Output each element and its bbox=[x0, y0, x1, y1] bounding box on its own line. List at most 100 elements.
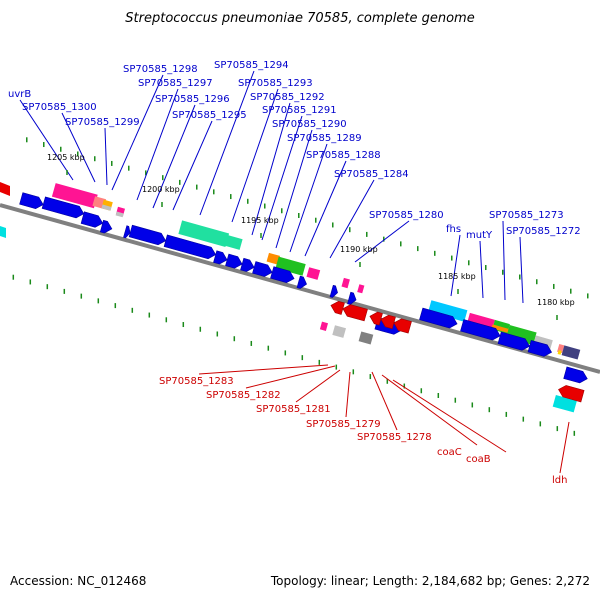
forward-gene-label[interactable]: SP70585_1272 bbox=[506, 226, 581, 237]
feature-block bbox=[491, 324, 510, 333]
feature-block bbox=[0, 226, 6, 238]
feature-block bbox=[223, 234, 243, 250]
map-title: Streptococcus pneumoniae 70585, complete… bbox=[125, 11, 474, 26]
accession-text: Accession: NC_012468 bbox=[10, 574, 146, 588]
leader-line bbox=[559, 421, 570, 474]
leader-line bbox=[261, 115, 303, 241]
forward-gene-label[interactable]: SP70585_1295 bbox=[172, 110, 247, 121]
forward-gene-arrow bbox=[252, 261, 273, 277]
feature-block bbox=[267, 252, 280, 262]
feature-block bbox=[115, 211, 124, 218]
scale-label: 1200 kbp bbox=[142, 185, 180, 194]
feature-block bbox=[506, 325, 537, 346]
feature-block bbox=[357, 284, 365, 294]
feature-block bbox=[358, 331, 374, 345]
reverse-gene-arrow bbox=[369, 311, 383, 326]
forward-gene-arrow bbox=[497, 331, 531, 351]
leader-line bbox=[371, 371, 398, 431]
leader-line bbox=[329, 179, 375, 259]
reverse-gene-label[interactable]: ldh bbox=[552, 475, 567, 486]
forward-gene-label[interactable]: SP70585_1291 bbox=[262, 105, 337, 116]
feature-block bbox=[275, 256, 306, 276]
feature-block bbox=[319, 321, 328, 331]
feature-block bbox=[557, 350, 562, 355]
leader-line bbox=[111, 74, 164, 191]
forward-gene-arrow bbox=[225, 253, 243, 269]
genome-summary-text: Topology: linear; Length: 2,184,682 bp; … bbox=[270, 574, 590, 588]
leader-line bbox=[450, 234, 461, 297]
forward-gene-label[interactable]: SP70585_1273 bbox=[489, 210, 564, 221]
reverse-gene-arrow bbox=[380, 314, 396, 330]
reverse-gene-arrow bbox=[558, 385, 585, 403]
leader-line bbox=[354, 220, 410, 263]
forward-gene-label[interactable]: SP70585_1290 bbox=[272, 119, 347, 130]
leader-line bbox=[136, 88, 179, 201]
feature-block bbox=[101, 204, 112, 211]
leader-line bbox=[198, 364, 329, 375]
leader-line bbox=[245, 365, 336, 389]
forward-gene-arrow bbox=[460, 319, 501, 341]
leader-line bbox=[502, 220, 506, 301]
reverse-gene-label[interactable]: SP70585_1281 bbox=[256, 404, 331, 415]
leader-line bbox=[251, 102, 291, 236]
forward-gene-arrow bbox=[347, 291, 357, 305]
leader-line bbox=[104, 127, 108, 186]
feature-block bbox=[332, 325, 346, 338]
leader-line bbox=[381, 374, 478, 446]
forward-gene-label[interactable]: SP70585_1294 bbox=[214, 60, 289, 71]
forward-gene-label[interactable]: SP70585_1297 bbox=[138, 78, 213, 89]
leader-line bbox=[199, 70, 255, 216]
feature-block bbox=[306, 267, 321, 280]
forward-gene-arrow bbox=[329, 284, 338, 298]
forward-gene-label[interactable]: SP70585_1292 bbox=[250, 92, 325, 103]
leader-line bbox=[289, 143, 328, 253]
forward-gene-label[interactable]: SP70585_1299 bbox=[65, 117, 140, 128]
leader-line bbox=[172, 120, 213, 211]
forward-gene-label[interactable]: mutY bbox=[466, 230, 493, 241]
scale-label: 1195 kbp bbox=[241, 216, 279, 225]
feature-block bbox=[178, 220, 230, 247]
tick-marks bbox=[12, 137, 589, 436]
reverse-gene-label[interactable]: SP70585_1279 bbox=[306, 419, 381, 430]
forward-gene-arrow bbox=[296, 275, 307, 289]
reverse-gene-arrow bbox=[393, 318, 412, 334]
scale-label: 1190 kbp bbox=[340, 245, 378, 254]
leader-line bbox=[345, 371, 351, 418]
scale-label: 1185 kbp bbox=[438, 272, 476, 281]
forward-gene-label[interactable]: SP70585_1298 bbox=[123, 64, 198, 75]
forward-gene-label[interactable]: SP70585_1284 bbox=[334, 169, 409, 180]
feature-block bbox=[266, 257, 279, 265]
scale-labels: 1205 kbp 1200 kbp 1195 kbp 1190 kbp 1185 kbp… bbox=[47, 153, 575, 320]
forward-gene-arrow bbox=[419, 307, 458, 329]
forward-gene-arrow bbox=[563, 366, 588, 384]
forward-gene-arrow bbox=[213, 250, 228, 265]
forward-gene-label[interactable]: SP70585_1280 bbox=[369, 210, 444, 221]
forward-gene-label[interactable]: SP70585_1296 bbox=[155, 94, 230, 105]
label-leader-lines bbox=[19, 70, 570, 474]
forward-gene-label[interactable]: SP70585_1289 bbox=[287, 133, 362, 144]
forward-gene-label[interactable]: fhs bbox=[446, 224, 461, 235]
forward-gene-label[interactable]: SP70585_1288 bbox=[306, 150, 381, 161]
leader-line bbox=[392, 379, 507, 453]
reverse-gene-label[interactable]: SP70585_1278 bbox=[357, 432, 432, 443]
forward-gene-arrow bbox=[41, 196, 85, 219]
reverse-gene-label[interactable]: SP70585_1283 bbox=[159, 376, 234, 387]
leader-line bbox=[304, 160, 347, 257]
scale-label: 1180 kbp bbox=[537, 298, 575, 307]
forward-gene-label[interactable]: SP70585_1293 bbox=[238, 78, 313, 89]
forward-gene-label[interactable]: SP70585_1300 bbox=[22, 102, 97, 113]
forward-gene-label[interactable]: uvrB bbox=[8, 89, 31, 100]
reverse-gene-label[interactable]: coaB bbox=[466, 454, 491, 465]
forward-gene-arrow bbox=[128, 224, 167, 246]
leader-line bbox=[275, 129, 313, 249]
forward-gene-arrow bbox=[270, 266, 295, 284]
reverse-gene-label[interactable]: SP70585_1282 bbox=[206, 390, 281, 401]
leader-line bbox=[519, 236, 524, 304]
feature-block bbox=[341, 277, 350, 289]
forward-gene-arrow bbox=[99, 219, 113, 234]
reverse-gene-label[interactable]: coaC bbox=[437, 447, 462, 458]
feature-block bbox=[561, 345, 581, 360]
leader-line bbox=[61, 112, 96, 183]
scale-label: 1205 kbp bbox=[47, 153, 85, 162]
